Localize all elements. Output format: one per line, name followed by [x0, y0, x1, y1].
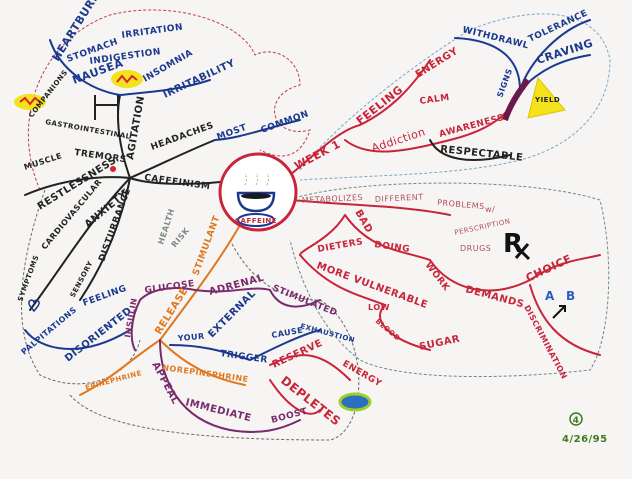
page-number: 4: [573, 416, 580, 426]
central-topic: CAFFEINE: [218, 152, 298, 232]
label-agitation: AGITATION: [125, 95, 147, 161]
label-a: A: [545, 289, 555, 303]
highlight-blob: [14, 94, 46, 110]
label-companions: COMPANIONS: [27, 68, 69, 119]
label-drugs: DRUGS: [460, 244, 491, 253]
label-muscle: MUSCLE: [23, 151, 63, 172]
label-insulin: INSULIN: [123, 297, 139, 338]
label-bad: BAD: [352, 208, 374, 235]
label-different: DIFFERENT: [375, 192, 424, 204]
label-immediate: IMMEDIATE: [184, 397, 252, 424]
rx-symbol: R: [503, 229, 531, 261]
label-trigger: TRIGGER: [220, 349, 269, 366]
metabolism-branch: METABOLIZES DIFFERENT PROBLEMS w/ PERSCR…: [302, 192, 576, 380]
label-respectable: RESPECTABLE: [440, 144, 524, 164]
label-caffeinism: CAFFEINISM: [144, 173, 211, 192]
label-irritation: IRRITATION: [121, 22, 184, 41]
label-boost: BOOST: [270, 406, 309, 425]
label-rx: R: [503, 229, 524, 259]
label-adrenal: ADRENAL: [208, 273, 266, 298]
metabolism-cloud-outline: [289, 182, 610, 378]
label-sugar: SUGAR: [418, 334, 461, 353]
label-most: MOST: [216, 123, 249, 143]
label-yield: YIELD: [534, 96, 560, 104]
red-dot: [110, 166, 116, 172]
label-blood: BLOOD: [374, 317, 402, 342]
energy-pool-icon: [338, 392, 372, 412]
label-headaches: HEADACHES: [150, 121, 216, 153]
label-signs: SIGNS: [495, 67, 514, 99]
label-your: YOUR: [176, 332, 205, 343]
label-with: w/: [485, 205, 495, 214]
yield-sign-icon: [527, 76, 566, 119]
label-epinephrine: EPINEPHRINE: [84, 369, 142, 392]
week-cloud-outline: [299, 13, 611, 181]
label-stimulated: STIMULATED: [271, 284, 339, 319]
label-common: COMMON: [260, 109, 311, 136]
label-symptoms: SYMPTOMS: [16, 254, 40, 303]
label-reserve: RESERVE: [271, 338, 325, 371]
signs-marker: [502, 78, 531, 122]
label-problems: PROBLEMS: [437, 198, 485, 211]
steam-icon: [244, 172, 269, 186]
zigzag-icon: [116, 74, 138, 84]
label-metabolizes: METABOLIZES: [302, 193, 364, 205]
arrow-icon: [552, 305, 566, 319]
label-calm: CALM: [419, 93, 450, 107]
label-demands: DEMANDS: [464, 284, 525, 310]
heart-icon: [28, 299, 40, 313]
label-doing: DOING: [374, 240, 411, 255]
highlight-blob: [111, 70, 143, 88]
label-stimulant: STIMULANT: [191, 214, 222, 277]
branch-lines: [24, 19, 601, 433]
label-week-1: WEEK 1: [292, 138, 342, 173]
page-number-circle: [569, 412, 583, 426]
label-sensory: SENSORY: [69, 259, 95, 299]
label-dieters: DIETERS: [317, 237, 364, 255]
stimulant-cloud-outline: [69, 239, 360, 441]
label-feeling-week: FEELING: [354, 83, 406, 127]
label-b: B: [566, 289, 576, 303]
week-branch: WEEK 1 FEELING ENERGY CALM Addiction AWA…: [292, 8, 594, 172]
label-energy-reserve: ENERGY: [341, 359, 384, 389]
label-low: LOW: [368, 303, 390, 312]
central-topic-label: CAFFEINE: [235, 217, 277, 225]
symptoms-cloud-outline: [27, 9, 311, 191]
label-discrimination: DISCRIMINATION: [522, 304, 569, 381]
label-choice: CHOICE: [524, 252, 574, 285]
zigzag-icon: [19, 96, 41, 106]
label-norepinephrine: NOREPINEPHRINE: [162, 363, 249, 384]
date-label: 4/26/95: [562, 434, 608, 445]
label-awareness: AWARENESS: [438, 113, 505, 140]
h-bar-icon: [94, 95, 119, 120]
label-risk: RISK: [170, 226, 192, 250]
